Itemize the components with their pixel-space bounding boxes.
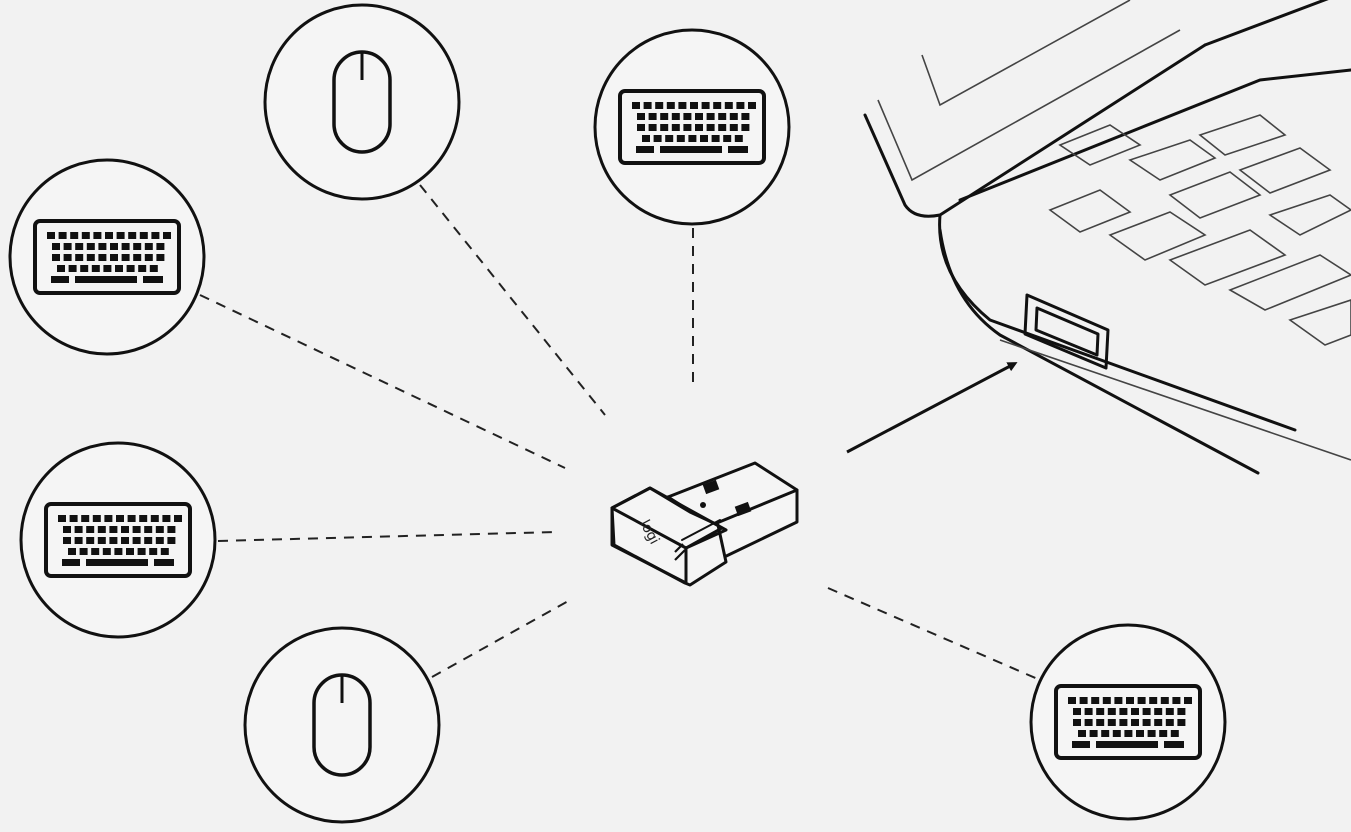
unifying-receiver-icon: logi — [610, 461, 799, 587]
keyboard-icon — [618, 89, 766, 165]
spacebar — [86, 559, 148, 566]
keyboard-icon — [33, 219, 181, 295]
device-keyboard-4 — [19, 441, 217, 639]
spacebar — [660, 146, 722, 153]
device-keyboard-3 — [8, 158, 206, 356]
device-keyboard-2 — [593, 28, 791, 226]
device-circle — [263, 3, 461, 201]
laptop-illustration — [863, 0, 1351, 475]
device-mouse-5 — [243, 626, 441, 824]
device-circle — [1029, 623, 1227, 821]
device-mouse-1 — [263, 3, 461, 201]
device-circle — [593, 28, 791, 226]
spacebar — [75, 276, 137, 283]
keyboard-icon — [44, 502, 192, 578]
spacebar — [1096, 741, 1158, 748]
usb-port — [1023, 293, 1110, 370]
keyboard-icon — [1054, 684, 1202, 760]
mouse-icon — [312, 673, 372, 777]
connection-lines — [199, 184, 1041, 681]
insert-arrow — [846, 362, 1018, 454]
laptop-keyboard — [1048, 114, 1351, 346]
device-circle — [19, 441, 217, 639]
device-circle — [243, 626, 441, 824]
device-circle — [8, 158, 206, 356]
device-keyboard-6 — [1029, 623, 1227, 821]
mouse-icon — [332, 50, 392, 154]
